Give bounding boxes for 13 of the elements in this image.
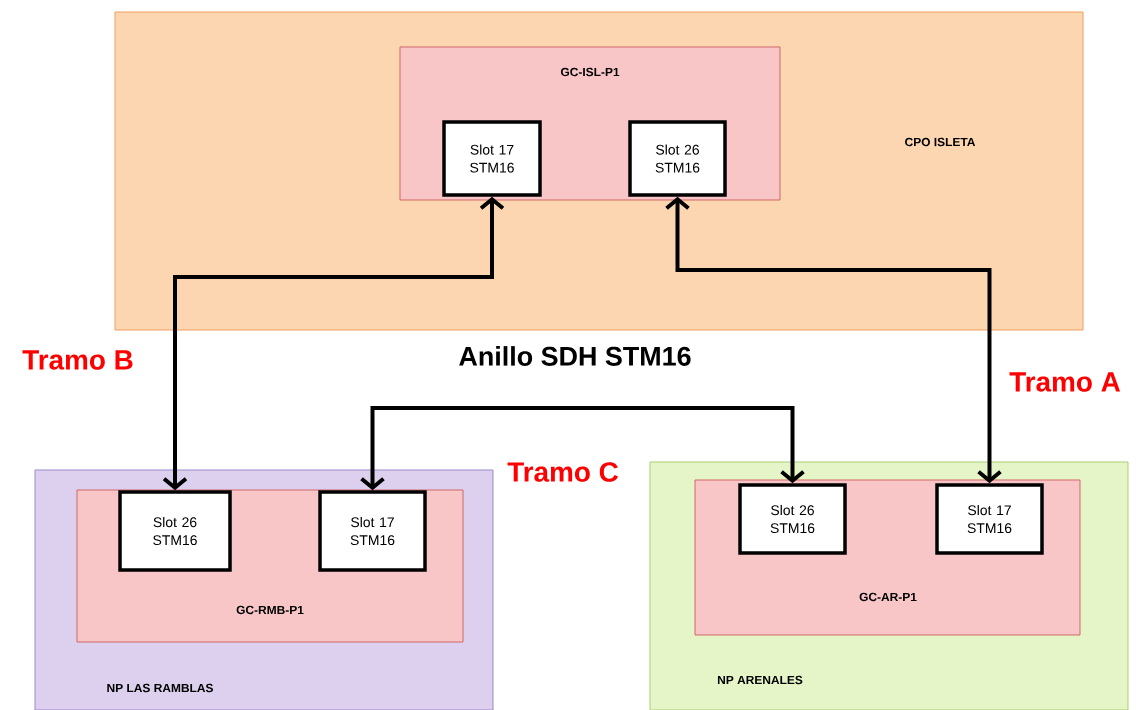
slot-box: Slot 17 STM16 [318,490,427,572]
connector-arrow [162,196,505,491]
title: Anillo SDH STM16 [459,346,691,366]
edge-label: Tramo B [22,350,133,370]
connector-arrow [665,196,1002,484]
connector-arrow [360,406,805,491]
slot-box: Slot 26 STM16 [628,120,727,197]
slot-box: Slot 26 STM16 [738,483,847,555]
slot-box: Slot 26 STM16 [118,490,232,572]
slot-box: Slot 17 STM16 [442,120,542,197]
edge-label: Tramo A [1009,372,1121,392]
slot-box: Slot 17 STM16 [935,483,1044,555]
edge-label: Tramo C [507,462,618,482]
